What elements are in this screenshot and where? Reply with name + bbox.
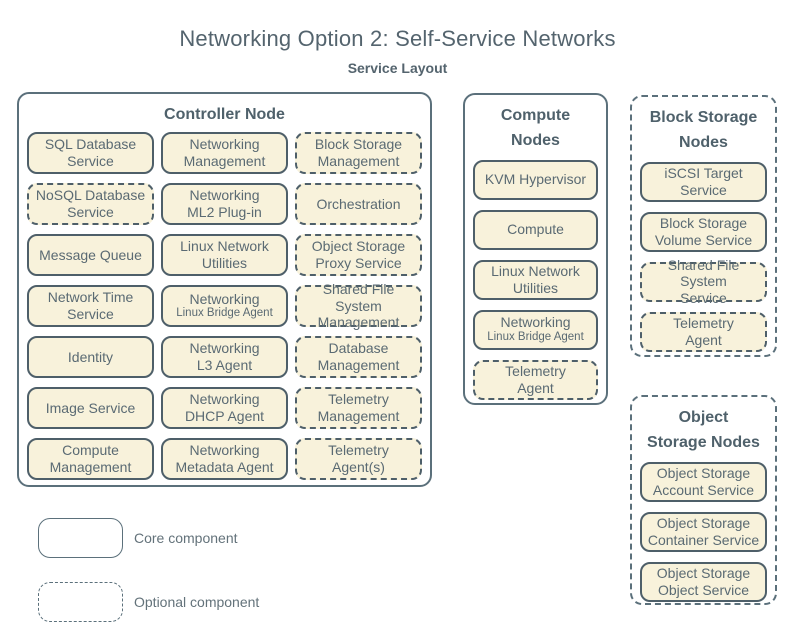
core-component-swatch (38, 518, 123, 558)
service-shared-file-system: Shared File System Service (640, 257, 767, 306)
service-network-time: Network Time Service (27, 284, 154, 327)
object-storage-service-list: Object Storage Account Service Object St… (632, 456, 775, 602)
compute-nodes-container: Compute Nodes KVM Hypervisor Compute Lin… (463, 93, 608, 405)
service-compute-management: Compute Management (27, 437, 154, 480)
object-storage-nodes-title: Object Storage Nodes (647, 409, 760, 451)
service-shared-file-system-management: Shared File System Management (295, 281, 422, 330)
compute-service-list: KVM Hypervisor Compute Linux Network Uti… (465, 154, 606, 400)
service-telemetry-agents: Telemetry Agent(s) (295, 437, 422, 480)
service-message-queue: Message Queue (27, 233, 154, 276)
controller-node-container: Controller Node SQL Database Service Net… (17, 92, 432, 487)
optional-component-label: Optional component (134, 594, 260, 610)
object-storage-nodes-container: Object Storage Nodes Object Storage Acco… (630, 395, 777, 605)
compute-nodes-title: Compute Nodes (500, 107, 571, 149)
service-image-service: Image Service (27, 386, 154, 429)
page-subtitle: Service Layout (347, 60, 448, 76)
service-object-storage-object: Object Storage Object Service (640, 561, 767, 602)
service-telemetry-agent-compute: Telemetry Agent (473, 359, 598, 400)
service-telemetry-management: Telemetry Management (295, 386, 422, 429)
core-component-label: Core component (134, 530, 238, 546)
legend-core-row: Core component (38, 518, 238, 558)
controller-service-grid: SQL Database Service Networking Manageme… (19, 128, 430, 480)
service-compute: Compute (473, 209, 598, 250)
page-title: Networking Option 2: Self-Service Networ… (179, 26, 616, 51)
service-object-storage-proxy: Object Storage Proxy Service (295, 233, 422, 276)
service-networking-l3-agent: Networking L3 Agent (161, 335, 288, 378)
service-block-storage-volume: Block Storage Volume Service (640, 211, 767, 252)
service-object-storage-account: Object Storage Account Service (640, 461, 767, 502)
service-networking-management: Networking Management (161, 131, 288, 174)
controller-node-title: Controller Node (164, 106, 285, 123)
service-sql-database: SQL Database Service (27, 131, 154, 174)
legend-optional-row: Optional component (38, 582, 259, 622)
block-storage-service-list: iSCSI Target Service Block Storage Volum… (632, 156, 775, 352)
service-networking-metadata-agent: Networking Metadata Agent (161, 437, 288, 480)
block-storage-nodes-container: Block Storage Nodes iSCSI Target Service… (630, 95, 777, 357)
service-iscsi-target: iSCSI Target Service (640, 161, 767, 202)
service-kvm-hypervisor: KVM Hypervisor (473, 159, 598, 200)
service-database-management: Database Management (295, 335, 422, 378)
block-storage-nodes-title: Block Storage Nodes (649, 109, 758, 151)
service-linux-network-utilities: Linux Network Utilities (161, 233, 288, 276)
service-networking-dhcp-agent: Networking DHCP Agent (161, 386, 288, 429)
service-object-storage-container: Object Storage Container Service (640, 511, 767, 552)
service-linux-network-utilities-compute: Linux Network Utilities (473, 259, 598, 300)
service-nosql-database: NoSQL Database Service (27, 182, 154, 225)
optional-component-swatch (38, 582, 123, 622)
service-telemetry-agent-block: Telemetry Agent (640, 311, 767, 352)
service-block-storage-management: Block Storage Management (295, 131, 422, 174)
service-orchestration: Orchestration (295, 182, 422, 225)
service-networking-ml2-plugin: Networking ML2 Plug-in (161, 182, 288, 225)
service-identity: Identity (27, 335, 154, 378)
